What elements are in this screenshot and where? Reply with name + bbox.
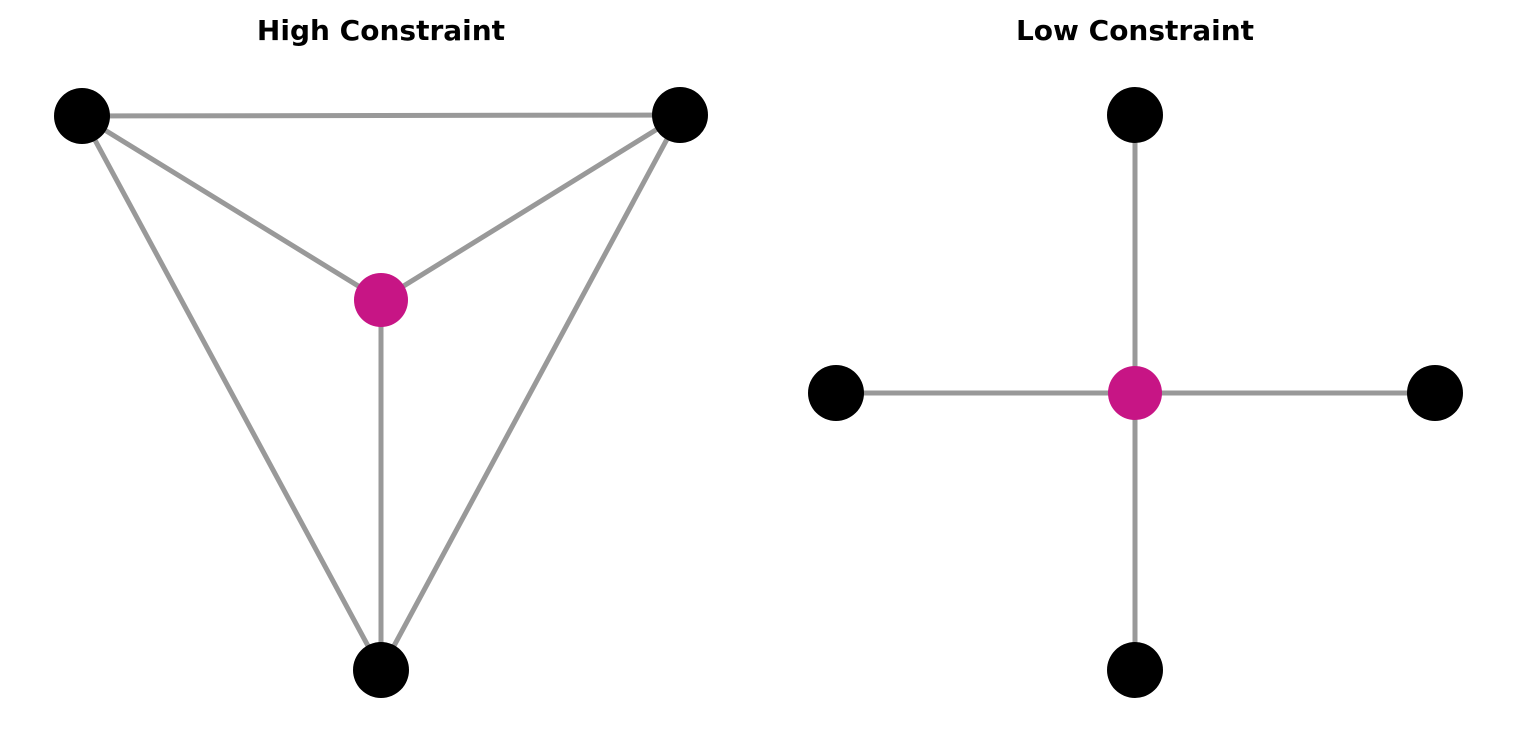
panel-title-low-constraint: Low Constraint [1015, 14, 1255, 47]
node-low-constraint-ego [1108, 366, 1162, 420]
node-low-constraint-alter-right [1407, 365, 1463, 421]
edge-high-constraint-alter-top-left-alter-bottom [79, 114, 384, 672]
panel-low-constraint [808, 87, 1463, 698]
edge-high-constraint-ego-alter-top-right [379, 112, 682, 303]
edge-high-constraint-ego-alter-top-left [80, 113, 383, 303]
node-low-constraint-alter-bottom [1107, 642, 1163, 698]
node-high-constraint-alter-bottom [353, 642, 409, 698]
node-low-constraint-alter-left [808, 365, 864, 421]
node-high-constraint-alter-top-right [652, 87, 708, 143]
panel-title-high-constraint: High Constraint [256, 14, 506, 47]
edge-high-constraint-alter-top-right-alter-bottom [378, 113, 683, 672]
node-high-constraint-ego [354, 273, 408, 327]
node-high-constraint-alter-top-left [54, 88, 110, 144]
node-low-constraint-alter-top [1107, 87, 1163, 143]
panel-high-constraint [54, 87, 708, 698]
edge-high-constraint-alter-top-left-alter-top-right [81, 112, 681, 119]
